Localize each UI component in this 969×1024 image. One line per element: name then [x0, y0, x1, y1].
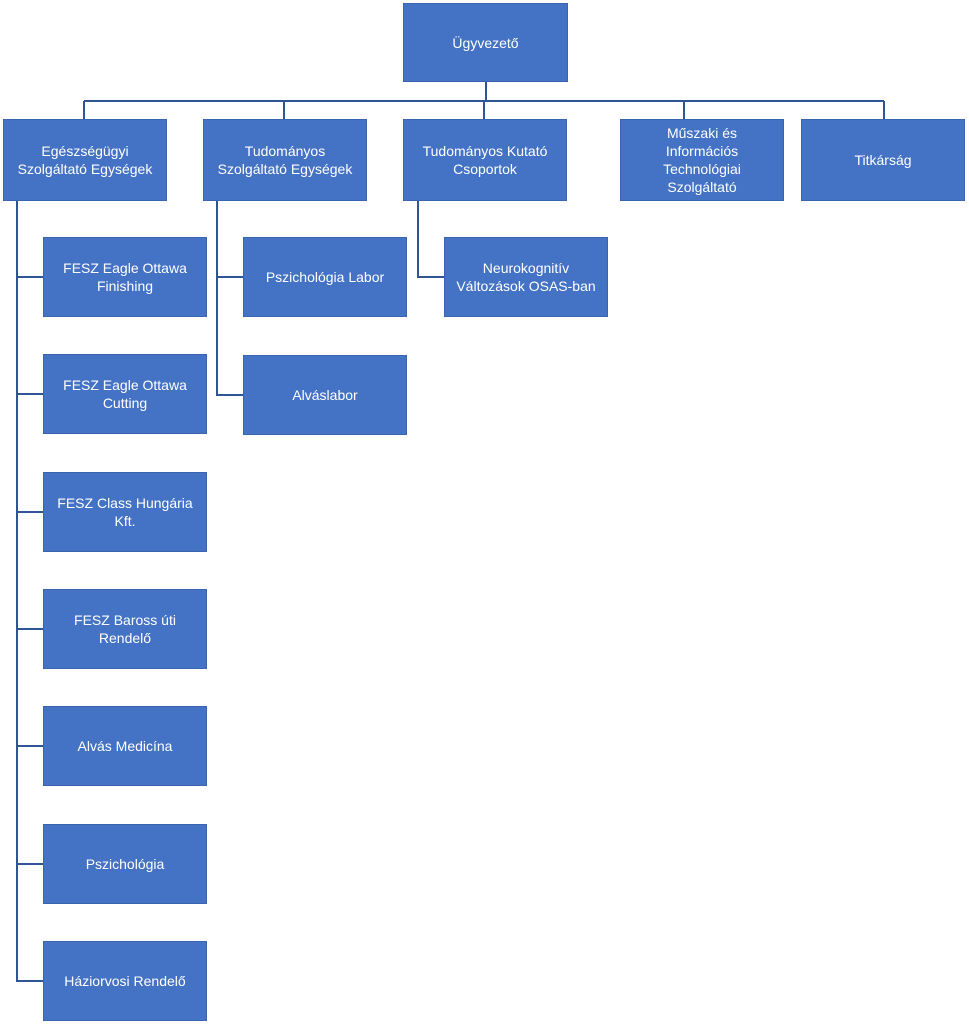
root-node: Ügyvezető [403, 3, 568, 82]
health-unit-node: FESZ Eagle Ottawa Finishing [43, 237, 207, 317]
dept-node-science-service: Tudományos Szolgáltató Egységek [203, 119, 367, 201]
dept-node-secretariat: Titkárság [801, 119, 965, 201]
dept-node-technical: Műszaki és Információs Technológiai Szol… [620, 119, 784, 201]
health-unit-node: FESZ Baross úti Rendelő [43, 589, 207, 669]
science-unit-node: Pszichológia Labor [243, 237, 407, 317]
dept-node-research: Tudományos Kutató Csoportok [403, 119, 567, 201]
dept-node-health: Egészségügyi Szolgáltató Egységek [3, 119, 167, 201]
health-unit-node: FESZ Eagle Ottawa Cutting [43, 354, 207, 434]
health-unit-node: Háziorvosi Rendelő [43, 941, 207, 1021]
health-unit-node: Pszichológia [43, 824, 207, 904]
research-group-node: Neurokognitív Változások OSAS-ban [444, 237, 608, 317]
health-unit-node: Alvás Medicína [43, 706, 207, 786]
science-unit-node: Alváslabor [243, 355, 407, 435]
health-unit-node: FESZ Class Hungária Kft. [43, 472, 207, 552]
